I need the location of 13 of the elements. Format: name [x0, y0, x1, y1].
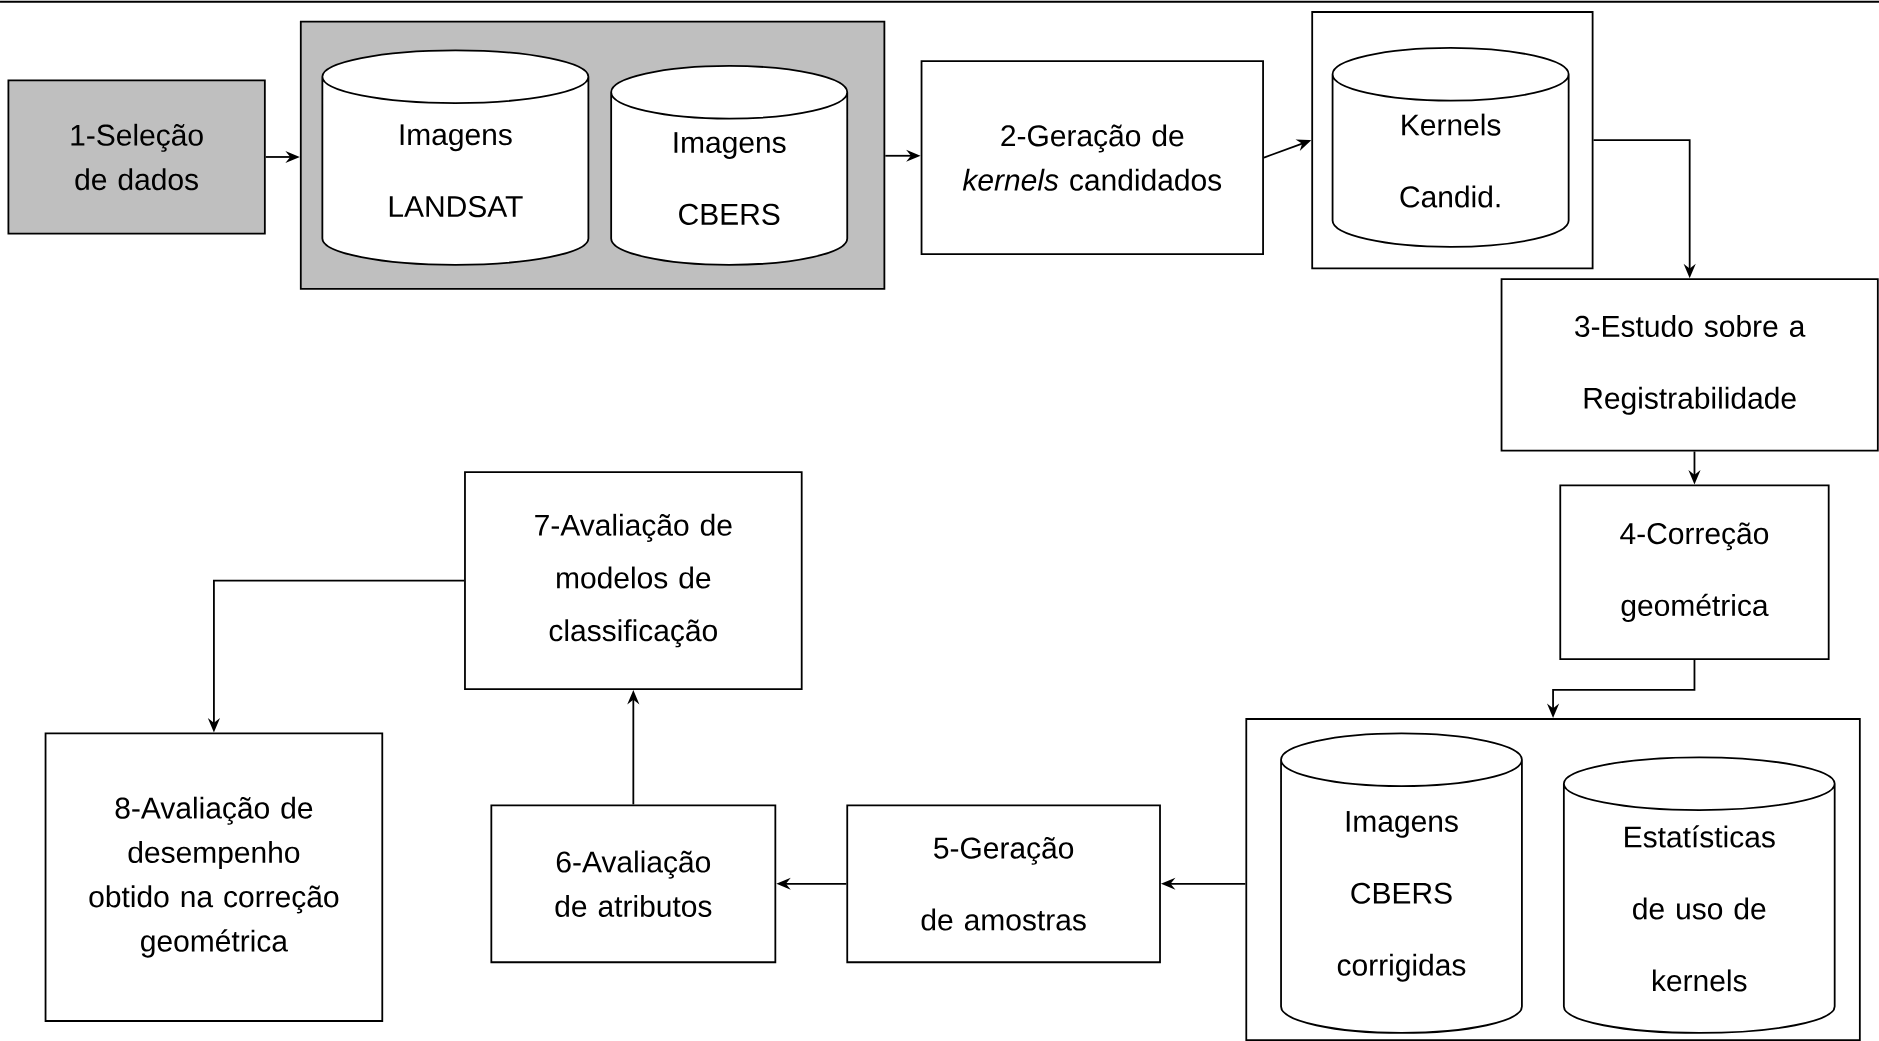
process-box: 6-Avaliação de atributos	[490, 804, 777, 963]
database-cylinder: Estatísticas de uso de kernels	[1562, 756, 1836, 1034]
process-box: 4-Correção geométrica	[1559, 484, 1830, 660]
process-box: 8-Avaliação de desempenho obtido na correção geométrica	[44, 732, 384, 1022]
process-box: 7-Avaliação de modelos de classificação	[464, 471, 803, 690]
process-box: 2-Geração de kernels candidados	[920, 60, 1264, 255]
database-cylinder: Imagens CBERS	[610, 64, 849, 266]
database-cylinder: Imagens LANDSAT	[321, 49, 590, 266]
database-cylinder: Kernels Candid.	[1331, 46, 1570, 248]
database-cylinder: Imagens CBERS corrigidas	[1280, 732, 1523, 1034]
process-box: 1-Seleção de dados	[7, 79, 266, 235]
process-box: 5-Geração de amostras	[846, 804, 1161, 963]
process-box: 3-Estudo sobre a Registrabilidade	[1500, 278, 1879, 452]
